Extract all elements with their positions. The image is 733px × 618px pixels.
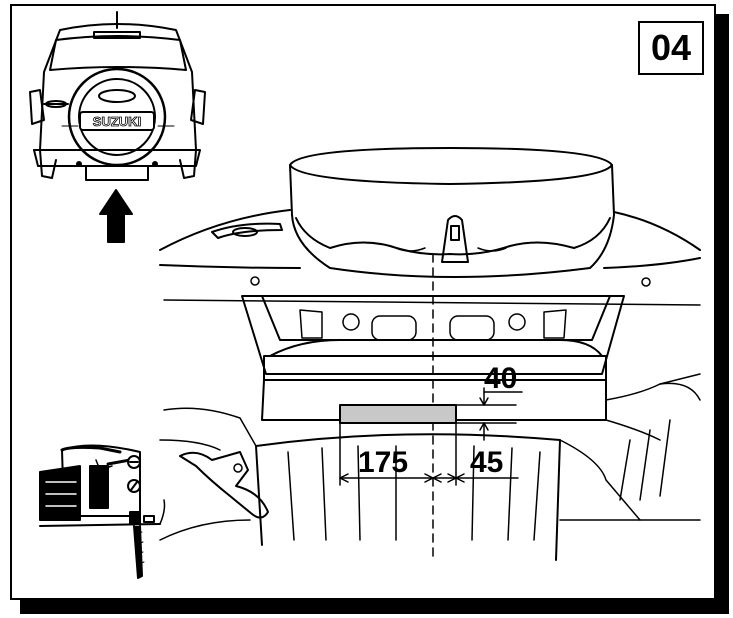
dimension-right-offset: 45 [470, 446, 503, 479]
dimension-lines [339, 387, 523, 486]
vehicle-rear-drawing [159, 147, 701, 561]
step-number-badge: 04 [638, 21, 704, 75]
up-arrow-icon [99, 189, 133, 243]
jigsaw-cutting-tool-icon [39, 444, 166, 579]
dimension-left-offset: 175 [358, 446, 408, 479]
vehicle-brand-label: SUZUKI [93, 114, 141, 129]
dimension-height: 40 [484, 362, 517, 395]
license-plate-area [339, 404, 457, 424]
car-rear-thumbnail [29, 11, 206, 181]
